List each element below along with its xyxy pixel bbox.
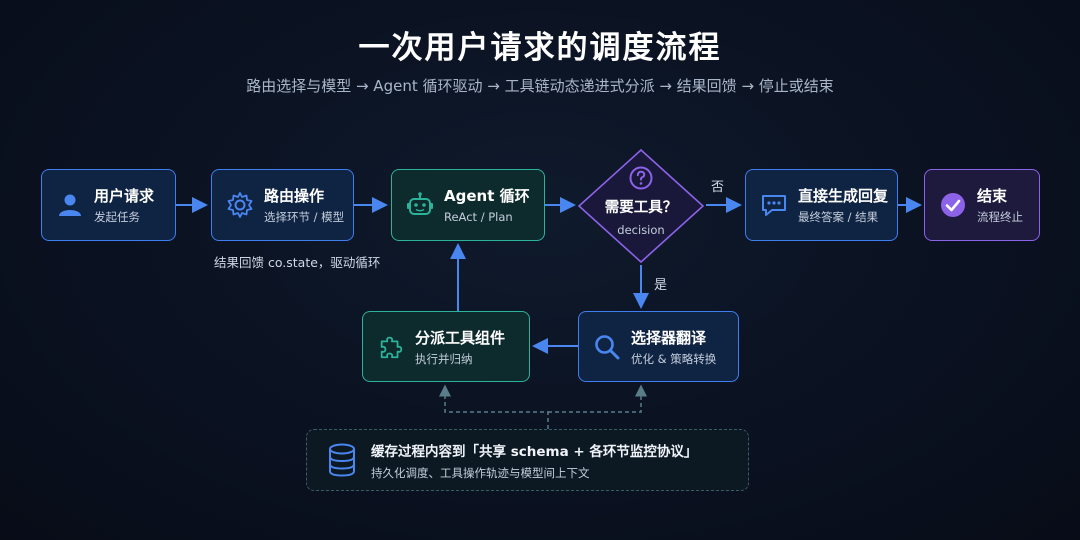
node-label: 直接生成回复	[798, 187, 889, 205]
dashed-cache-link	[439, 384, 549, 429]
cache-sublabel: 持久化调度、工具操作轨迹与模型间上下文	[371, 465, 590, 480]
node-user-request: 用户请求 发起任务	[41, 169, 176, 241]
node-label: 路由操作	[264, 187, 325, 205]
gear-icon	[226, 191, 254, 219]
database-icon	[327, 443, 357, 477]
node-agent-loop: Agent 循环 ReAct / Plan	[391, 169, 545, 241]
node-selector-translate: 选择器翻译 优化 & 策略转换	[578, 311, 739, 382]
page-title: 一次用户请求的调度流程	[358, 30, 722, 66]
node-sublabel: 选择环节 / 模型	[264, 210, 345, 224]
puzzle-icon	[377, 333, 405, 361]
node-sublabel: 流程终止	[977, 210, 1023, 224]
dashed-cache-link-right	[548, 384, 647, 413]
robot-icon	[406, 191, 434, 219]
node-decision-shape	[577, 148, 705, 264]
user-icon	[56, 191, 84, 219]
check-icon	[939, 191, 967, 219]
node-dispatch-tools: 分派工具组件 执行并归纳	[362, 311, 530, 382]
node-sublabel: 执行并归纳	[415, 351, 473, 366]
node-decision: 需要工具？ decision	[577, 166, 705, 237]
node-label: 需要工具？	[604, 200, 678, 216]
node-sublabel: 发起任务	[94, 210, 140, 224]
node-sublabel: 最终答案 / 结果	[798, 210, 879, 224]
edge-label-no: 否	[711, 180, 725, 195]
cache-label: 缓存过程内容到「共享 schema + 各环节监控协议」	[371, 443, 698, 460]
chat-icon	[760, 191, 788, 219]
node-label: 选择器翻译	[631, 328, 707, 347]
node-end: 结束 流程终止	[924, 169, 1040, 241]
edge-label-yes: 是	[654, 278, 668, 293]
node-direct-reply: 直接生成回复 最终答案 / 结果	[745, 169, 898, 241]
node-sublabel: decision	[617, 223, 665, 237]
node-label: 分派工具组件	[415, 328, 506, 347]
feedback-note: 结果回馈 co.state，驱动循环	[214, 255, 381, 270]
node-routing: 路由操作 选择环节 / 模型	[211, 169, 354, 241]
search-icon	[593, 333, 621, 361]
node-sublabel: ReAct / Plan	[444, 210, 513, 224]
page-subtitle: 路由选择与模型 → Agent 循环驱动 → 工具链动态递进式分派 → 结果回馈…	[246, 77, 834, 95]
node-label: Agent 循环	[444, 187, 530, 205]
node-label: 用户请求	[94, 187, 155, 205]
cache-box: 缓存过程内容到「共享 schema + 各环节监控协议」 持久化调度、工具操作轨…	[306, 429, 749, 491]
node-label: 结束	[977, 187, 1008, 205]
node-sublabel: 优化 & 策略转换	[631, 351, 717, 366]
question-icon	[629, 166, 653, 190]
